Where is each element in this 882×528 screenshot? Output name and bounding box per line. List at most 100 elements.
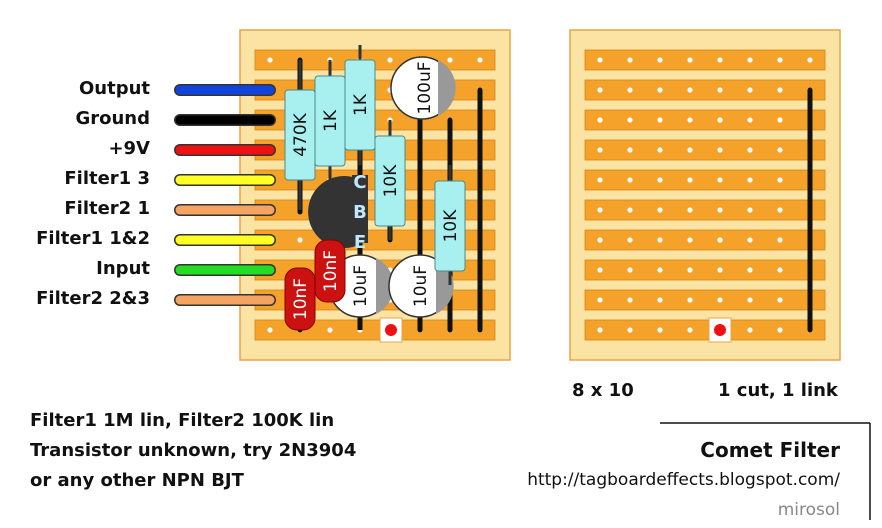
cut-marker-left: [379, 317, 403, 343]
resistor-1k-a: 1K: [314, 60, 346, 180]
cap-10nf-a: 10nF: [284, 267, 316, 331]
strip-hole: [687, 237, 693, 243]
strip-hole: [717, 207, 723, 213]
resistor-1k-b: 1K: [344, 45, 376, 165]
board-size-label: 8 x 10: [572, 380, 634, 401]
wire-label: Ground: [75, 108, 150, 129]
right-board: [569, 29, 841, 361]
credit-author: mirosol: [777, 500, 840, 520]
strip-hole: [627, 87, 633, 93]
note-line-2: Transistor unknown, try 2N3904: [30, 440, 357, 461]
strip-hole: [657, 297, 663, 303]
copper-strip: [584, 199, 826, 221]
cap-10uf-a-label: 10uF: [351, 265, 371, 307]
strip-hole: [747, 57, 753, 63]
wire-label: Filter1 1&2: [36, 228, 150, 249]
cap-10nf-b: 10nF: [314, 239, 346, 303]
copper-strip: [584, 79, 826, 101]
strip-hole: [657, 207, 663, 213]
cap-100uf-label: 100uF: [415, 61, 435, 114]
strip-hole: [627, 207, 633, 213]
transistor-pin-b: B: [353, 202, 367, 223]
strip-hole: [657, 237, 663, 243]
strip-hole: [687, 117, 693, 123]
transistor-pin-e: E: [354, 232, 366, 253]
strip-hole: [627, 147, 633, 153]
strip-hole: [447, 57, 453, 63]
copper-strip: [584, 259, 826, 281]
strip-hole: [747, 267, 753, 273]
strip-hole: [747, 297, 753, 303]
strip-hole: [627, 327, 633, 333]
strip-hole: [687, 147, 693, 153]
resistor-10k-a-label: 10K: [381, 164, 401, 198]
strip-hole: [597, 207, 603, 213]
note-line-3: or any other NPN BJT: [30, 470, 244, 491]
strip-hole: [597, 237, 603, 243]
strip-hole: [597, 267, 603, 273]
resistor-470k: 470K: [284, 60, 316, 210]
transistor: C B E: [308, 172, 368, 253]
strip-hole: [597, 177, 603, 183]
strip-hole: [777, 267, 783, 273]
strip-hole: [687, 267, 693, 273]
strip-hole: [687, 87, 693, 93]
strip-hole: [717, 57, 723, 63]
strip-hole: [627, 237, 633, 243]
strip-hole: [807, 57, 813, 63]
strip-hole: [717, 267, 723, 273]
strip-hole: [687, 177, 693, 183]
copper-strip: [584, 319, 826, 341]
resistor-1k-b-label: 1K: [351, 93, 371, 116]
cap-10uf-b-label: 10uF: [411, 265, 431, 307]
cap-100uf: 100uF: [390, 56, 456, 120]
strip-hole: [777, 147, 783, 153]
copper-strip: [254, 319, 496, 341]
strip-hole: [717, 117, 723, 123]
strip-hole: [777, 327, 783, 333]
copper-strip: [584, 139, 826, 161]
strip-hole: [777, 297, 783, 303]
strip-hole: [597, 297, 603, 303]
strip-hole: [717, 87, 723, 93]
strip-hole: [687, 297, 693, 303]
strip-hole: [597, 117, 603, 123]
wire-label: Output: [78, 78, 150, 99]
copper-strip: [584, 229, 826, 251]
wire-label: +9V: [108, 138, 150, 159]
strip-hole: [777, 87, 783, 93]
strip-hole: [777, 237, 783, 243]
note-line-1: Filter1 1M lin, Filter2 100K lin: [30, 410, 335, 431]
strip-hole: [657, 57, 663, 63]
strip-hole: [777, 117, 783, 123]
strip-hole: [597, 147, 603, 153]
resistor-10k-a: 10K: [374, 120, 406, 240]
strip-hole: [747, 177, 753, 183]
strip-hole: [597, 87, 603, 93]
copper-strip: [584, 49, 826, 71]
strip-hole: [657, 267, 663, 273]
strip-hole: [267, 57, 273, 63]
strip-hole: [267, 327, 273, 333]
cap-10nf-a-label: 10nF: [291, 278, 311, 320]
strip-hole: [657, 117, 663, 123]
strip-hole: [627, 297, 633, 303]
wire-label: Filter2 2&3: [36, 288, 150, 309]
wire-label: Filter1 3: [64, 168, 150, 189]
strip-hole: [777, 177, 783, 183]
strip-hole: [657, 327, 663, 333]
wire-label: Filter2 1: [64, 198, 150, 219]
resistor-10k-b: 10K: [434, 165, 466, 285]
strip-hole: [747, 117, 753, 123]
strip-hole: [657, 147, 663, 153]
strip-hole: [717, 297, 723, 303]
strip-hole: [747, 207, 753, 213]
strip-hole: [777, 207, 783, 213]
copper-strip: [584, 169, 826, 191]
cap-10nf-b-label: 10nF: [321, 250, 341, 292]
credit-url[interactable]: http://tagboardeffects.blogspot.com/: [527, 470, 840, 490]
strip-hole: [747, 147, 753, 153]
strip-hole: [627, 177, 633, 183]
strip-hole: [717, 147, 723, 153]
